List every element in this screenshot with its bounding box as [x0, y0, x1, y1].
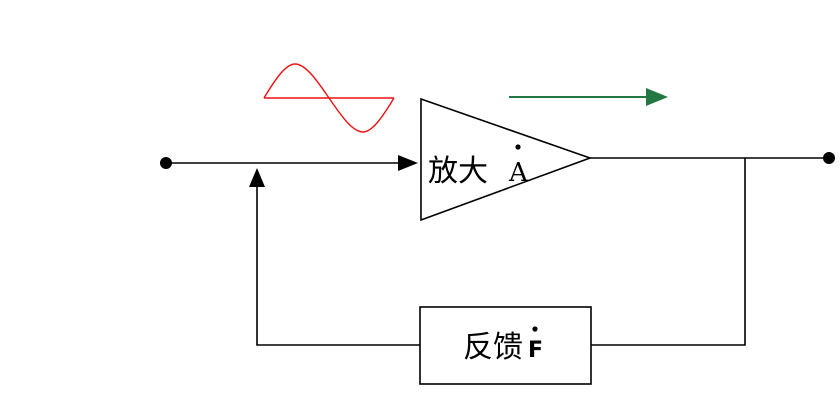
output-terminal	[823, 152, 835, 164]
signal-flow-arrowhead	[646, 88, 668, 106]
amplifier-symbol: A	[508, 158, 529, 188]
feedback-arrowhead	[249, 168, 265, 187]
feedback-block	[419, 306, 592, 385]
feedback-label: 反馈	[463, 330, 523, 365]
feedback-return-wire	[256, 186, 420, 346]
sine-wave	[263, 63, 395, 133]
amplifier-label: 放大	[428, 154, 488, 189]
feedback-output-wire	[591, 158, 746, 346]
feedback-symbol: F	[528, 338, 543, 363]
amplifier-triangle	[420, 97, 593, 222]
feedback-symbol-dot	[532, 326, 538, 332]
input-arrowhead	[398, 155, 418, 171]
amplifier-symbol-dot	[515, 144, 521, 150]
